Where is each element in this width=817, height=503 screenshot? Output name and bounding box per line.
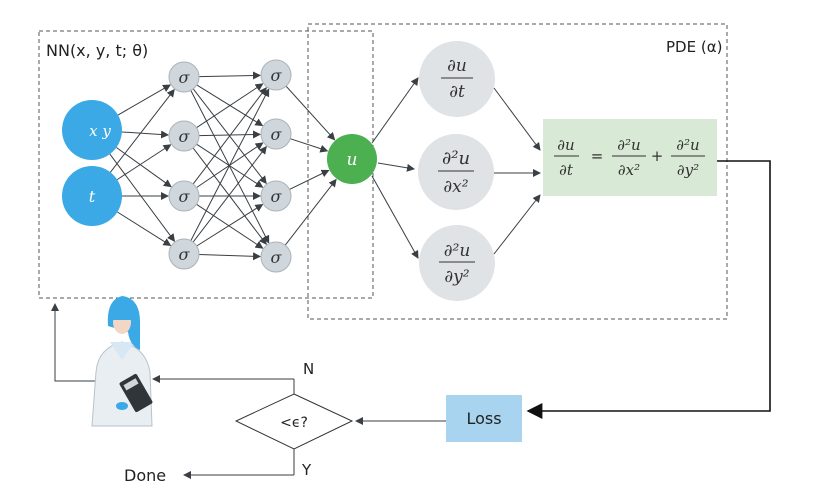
derivative-du-dt: ∂u ∂t bbox=[419, 41, 495, 117]
hidden-neuron bbox=[260, 180, 292, 212]
network-edge bbox=[190, 90, 270, 244]
scientist-icon bbox=[91, 296, 153, 427]
network-edge bbox=[117, 211, 172, 247]
hidden-neuron bbox=[168, 238, 200, 270]
pde-equation: ∂u ∂t = ∂²u ∂x² + ∂²u ∂y² bbox=[554, 136, 705, 179]
person-to-nn-connector bbox=[51, 303, 95, 382]
network-edge bbox=[109, 153, 176, 242]
network-edge bbox=[290, 138, 329, 153]
network-edge bbox=[192, 86, 267, 185]
network-edge bbox=[109, 88, 175, 173]
network-edges bbox=[109, 71, 337, 261]
derivative-du-dt-den: ∂t bbox=[449, 82, 465, 102]
network-edge bbox=[117, 84, 172, 116]
network-edge bbox=[116, 147, 172, 188]
eq-t1-den: ∂x² bbox=[618, 161, 640, 179]
eq-plus: + bbox=[651, 147, 664, 165]
hidden-neuron-label: σ bbox=[271, 66, 283, 85]
input-neuron-xy bbox=[62, 100, 122, 160]
hidden-neuron-label: σ bbox=[271, 125, 283, 144]
done-label: Done bbox=[124, 466, 166, 485]
network-edge bbox=[196, 203, 264, 247]
eq-t2-num: ∂²u bbox=[676, 136, 699, 154]
decision-label: <ϵ? bbox=[280, 415, 308, 431]
network-edge bbox=[289, 169, 330, 190]
hidden-neuron bbox=[168, 180, 200, 212]
hidden-neuron bbox=[260, 118, 292, 150]
derivative-du-dt-num: ∂u bbox=[447, 56, 467, 76]
derivative-d2u-dy2-num: ∂²u bbox=[444, 241, 471, 261]
network-edge bbox=[198, 252, 262, 261]
network-edge bbox=[192, 145, 267, 243]
hidden-neuron bbox=[168, 120, 200, 152]
hidden-neuron-label: σ bbox=[179, 68, 191, 87]
hidden-neuron-label: σ bbox=[179, 187, 191, 206]
nn-box-label: NN(x, y, t; θ) bbox=[46, 41, 148, 60]
network-edge bbox=[196, 83, 264, 129]
hidden-layer-2: σ σ σ σ bbox=[260, 59, 292, 273]
pde-equation-box bbox=[543, 119, 717, 196]
loss-box bbox=[446, 395, 522, 442]
pde-box-label: PDE (α) bbox=[666, 38, 722, 56]
derivative-d2u-dx2-num: ∂²u bbox=[442, 148, 470, 169]
hidden-neuron bbox=[260, 241, 292, 273]
eq-lhs-den: ∂t bbox=[559, 161, 574, 179]
network-edge bbox=[198, 71, 262, 80]
derivative-d2u-dx2: ∂²u ∂x² bbox=[418, 134, 494, 210]
network-edge bbox=[285, 85, 336, 141]
derivative-d2u-dy2: ∂²u ∂y² bbox=[419, 225, 495, 301]
network-edge bbox=[121, 130, 170, 139]
input-neuron-xy-label: x y bbox=[89, 122, 111, 140]
equation-to-loss-connector bbox=[526, 160, 771, 419]
hidden-neuron bbox=[168, 61, 200, 93]
branch-no-label: N bbox=[303, 360, 314, 378]
hidden-neuron bbox=[260, 59, 292, 91]
derivative-d2u-dy2-den: ∂y² bbox=[444, 267, 469, 287]
hidden-neuron-label: σ bbox=[271, 248, 283, 267]
derivative-d2u-dx2-den: ∂x² bbox=[443, 177, 468, 197]
output-neuron-u-label: u bbox=[347, 150, 358, 170]
hidden-neuron-label: σ bbox=[179, 245, 191, 264]
eq-lhs-num: ∂u bbox=[557, 136, 574, 154]
network-edge bbox=[190, 88, 270, 241]
network-edge bbox=[284, 178, 337, 246]
output-neuron-u bbox=[327, 134, 377, 184]
network-edge bbox=[198, 130, 262, 139]
network-edge bbox=[116, 144, 172, 181]
eq-t1-num: ∂²u bbox=[617, 136, 640, 154]
network-edge bbox=[196, 203, 264, 249]
eq-equals: = bbox=[591, 147, 604, 165]
hidden-neuron-label: σ bbox=[271, 187, 283, 206]
hidden-layer-1: σ σ σ σ bbox=[168, 61, 200, 270]
loss-label: Loss bbox=[466, 409, 501, 428]
eq-t2-den: ∂y² bbox=[677, 161, 699, 179]
branch-yes-label: Y bbox=[301, 461, 312, 479]
input-neuron-t-label: t bbox=[89, 187, 96, 206]
hidden-neuron-label: σ bbox=[179, 127, 191, 146]
input-neuron-t bbox=[62, 166, 122, 226]
